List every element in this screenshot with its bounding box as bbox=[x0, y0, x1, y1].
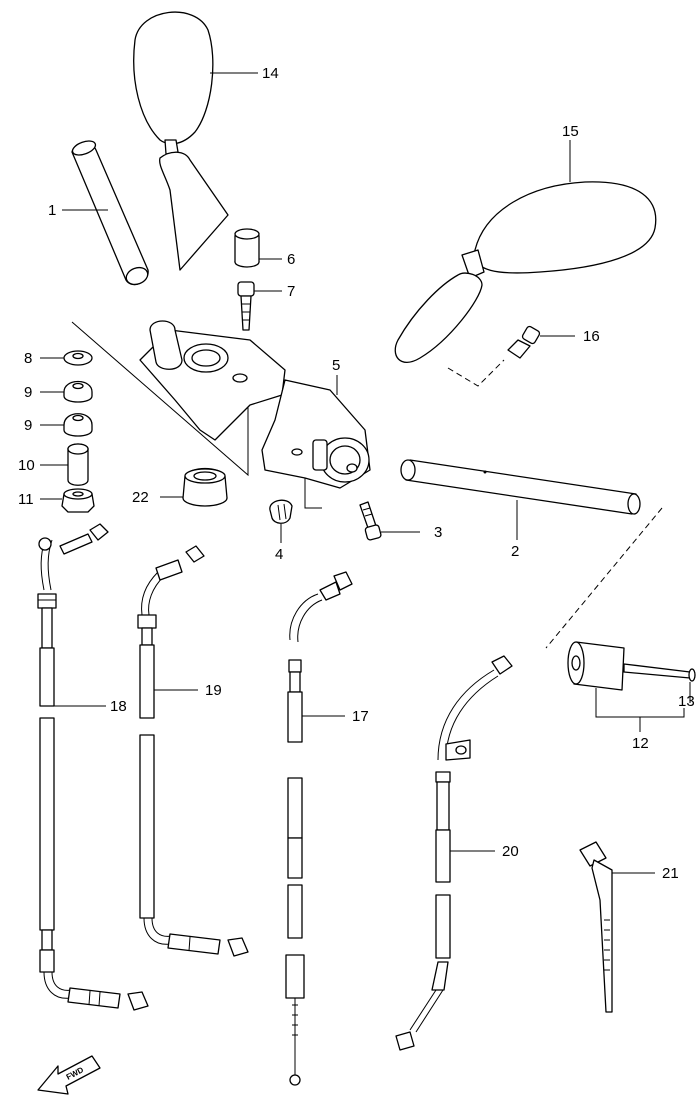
callout-17: 17 bbox=[352, 708, 369, 725]
collar-10 bbox=[40, 443, 89, 486]
cable-18 bbox=[37, 523, 149, 1011]
callout-18: 18 bbox=[110, 698, 127, 715]
bolt-16 bbox=[447, 325, 575, 387]
rubber-9b bbox=[40, 413, 93, 437]
callout-5: 5 bbox=[332, 357, 340, 374]
callout-13: 13 bbox=[678, 693, 695, 710]
nut-11 bbox=[40, 488, 95, 513]
callout-11: 11 bbox=[18, 491, 34, 508]
callout-9b: 9 bbox=[24, 417, 32, 434]
mirror-right bbox=[394, 140, 657, 364]
cable-tie bbox=[579, 841, 655, 1013]
callout-1: 1 bbox=[48, 202, 56, 219]
handlebar-holder bbox=[71, 320, 371, 509]
bolt-7 bbox=[237, 281, 282, 331]
bar-end-weight bbox=[567, 641, 696, 732]
grommet-22 bbox=[160, 467, 228, 507]
callout-3: 3 bbox=[434, 524, 442, 541]
callout-8: 8 bbox=[24, 350, 32, 367]
rubber-9a bbox=[40, 380, 93, 403]
callout-19: 19 bbox=[205, 682, 222, 699]
callout-12: 12 bbox=[632, 735, 649, 752]
callout-6: 6 bbox=[287, 251, 295, 268]
callout-7: 7 bbox=[287, 283, 295, 300]
callout-2: 2 bbox=[511, 543, 519, 560]
handlebar-tube bbox=[400, 459, 663, 649]
cable-17 bbox=[285, 571, 353, 1086]
mirror-left bbox=[133, 11, 258, 271]
cable-20 bbox=[395, 655, 513, 1051]
grip-left bbox=[62, 140, 149, 286]
callout-4: 4 bbox=[275, 546, 283, 563]
callout-16: 16 bbox=[583, 328, 600, 345]
callout-22: 22 bbox=[132, 489, 149, 506]
callout-21: 21 bbox=[662, 865, 679, 882]
callout-9a: 9 bbox=[24, 384, 32, 401]
screw-3 bbox=[359, 501, 420, 541]
callout-10: 10 bbox=[18, 457, 35, 474]
knob-4 bbox=[269, 499, 293, 543]
washer-8 bbox=[40, 350, 93, 366]
cable-19 bbox=[137, 545, 249, 957]
callout-15: 15 bbox=[562, 123, 579, 140]
cap bbox=[234, 228, 282, 268]
callout-14: 14 bbox=[262, 65, 279, 82]
callout-20: 20 bbox=[502, 843, 519, 860]
fwd-arrow-icon: FWD bbox=[37, 1055, 101, 1095]
